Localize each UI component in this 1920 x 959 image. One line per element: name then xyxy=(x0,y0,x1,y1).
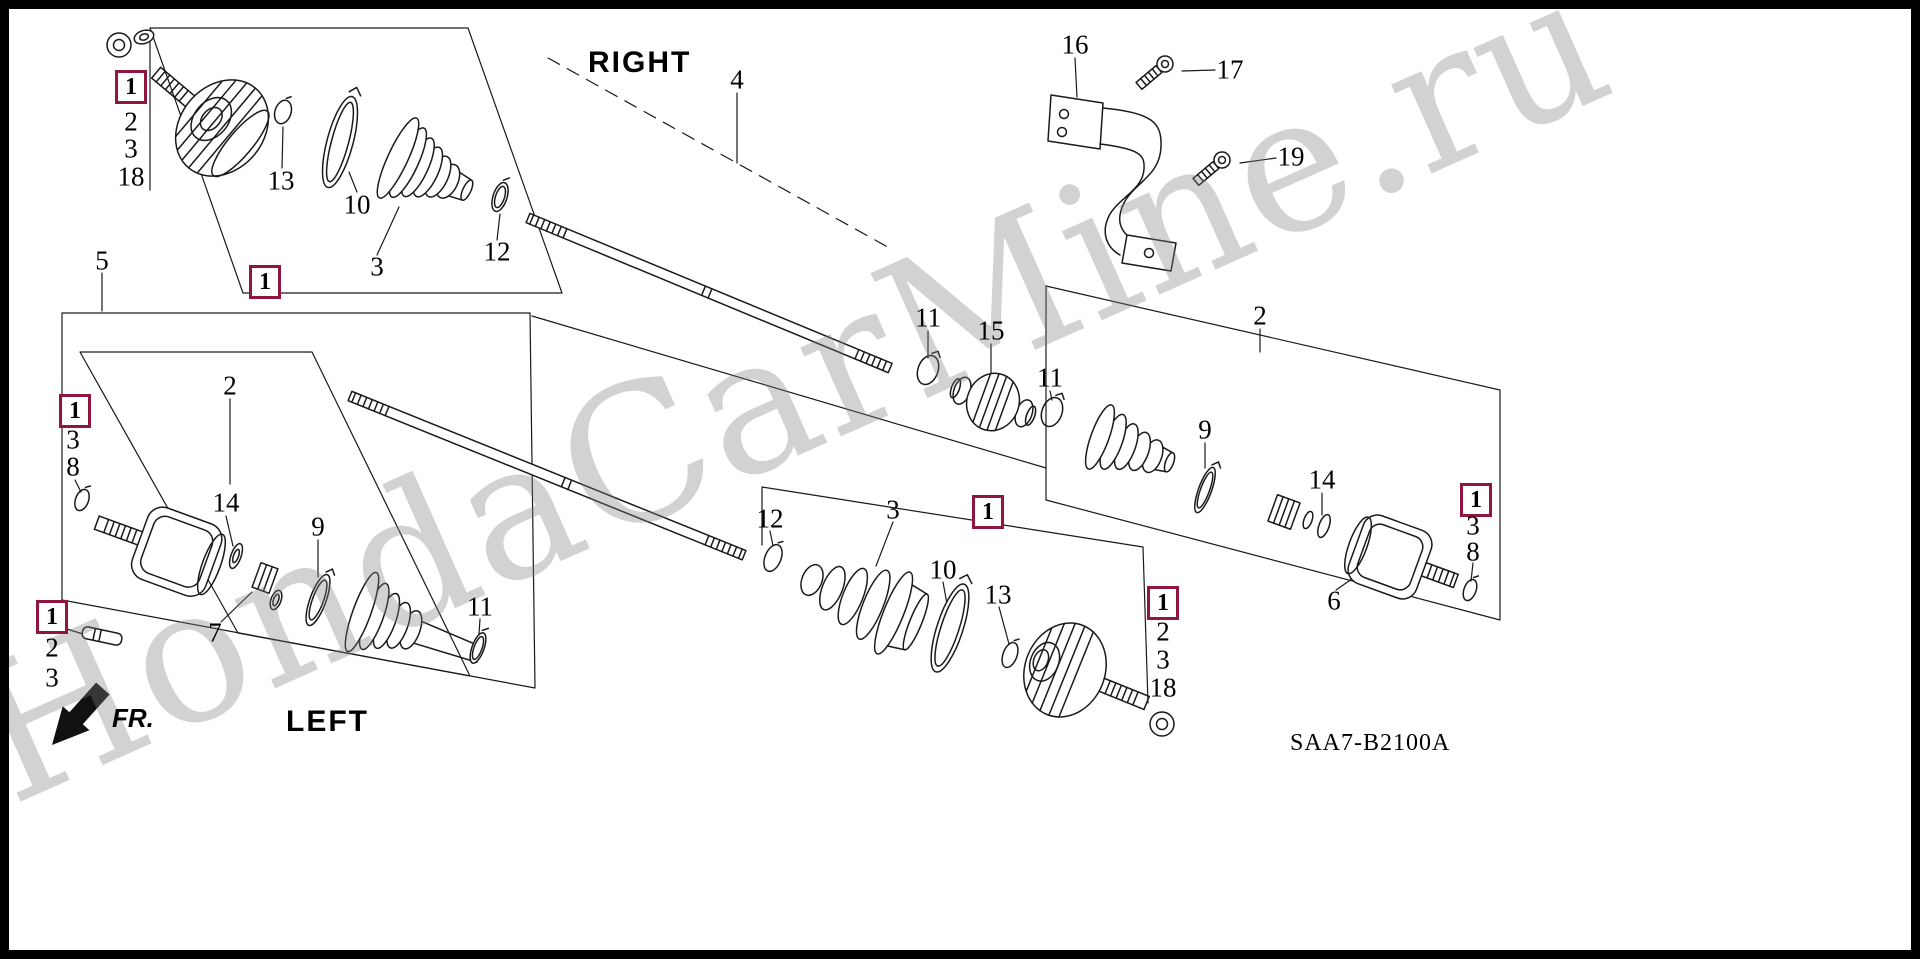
left-side-label: LEFT xyxy=(286,705,369,738)
part-callout-boxed: 1 xyxy=(115,70,147,104)
boot-band-9-left-drawing xyxy=(305,568,336,627)
part-callout: 2 xyxy=(223,370,237,401)
part-callout-boxed: 1 xyxy=(972,495,1004,529)
circlip-8-right-drawing xyxy=(1462,575,1480,602)
set-ring-13-bottom-drawing xyxy=(1001,638,1020,669)
damper-bracket-drawing xyxy=(1047,94,1177,272)
part-callout: 2 xyxy=(124,106,138,137)
part-callout: 19 xyxy=(1277,141,1305,172)
part-callout: 6 xyxy=(1327,585,1341,616)
right-inboard-boot-drawing xyxy=(1084,404,1176,474)
part-callout: 12 xyxy=(756,503,784,534)
part-callout: 10 xyxy=(929,554,957,585)
diagram-part-code: SAA7-B2100A xyxy=(1290,730,1451,756)
dynamic-damper-drawing xyxy=(949,372,1037,432)
right-outboard-boot-drawing xyxy=(376,117,474,201)
part-callout-boxed: 1 xyxy=(1460,483,1492,517)
part-callout-boxed: 1 xyxy=(1147,586,1179,620)
part-callout: 3 xyxy=(1156,644,1170,675)
washer-14-left-drawing xyxy=(228,542,244,570)
part-callout: 3 xyxy=(66,424,80,455)
damper-clip-11b-drawing xyxy=(1040,392,1065,428)
part-callout: 18 xyxy=(1149,672,1177,703)
right-inner-joint-drawing xyxy=(1344,514,1459,600)
left-outboard-boot-drawing xyxy=(800,563,930,655)
bracket-bolt-19-drawing xyxy=(1192,151,1231,187)
part-callout: 3 xyxy=(1466,510,1480,541)
spindle-nut-drawing xyxy=(106,29,155,58)
part-callout: 10 xyxy=(343,189,371,220)
part-callout: 2 xyxy=(1253,300,1267,331)
pin-drawing xyxy=(81,626,123,646)
part-callout: 18 xyxy=(117,161,145,192)
part-callout-boxed: 1 xyxy=(249,265,281,299)
part-callout: 14 xyxy=(1308,464,1336,495)
part-callout: 3 xyxy=(370,251,384,282)
right-outer-joint-drawing xyxy=(150,66,270,178)
part-callout: 11 xyxy=(467,591,493,622)
part-callout: 2 xyxy=(1156,616,1170,647)
part-callout: 16 xyxy=(1061,29,1089,60)
part-callout: 8 xyxy=(66,451,80,482)
part-callout: 15 xyxy=(977,315,1005,346)
boot-band-10-bottom-drawing xyxy=(930,573,973,673)
left-inner-joint-drawing xyxy=(93,506,227,597)
bracket-bolt-17-drawing xyxy=(1135,55,1174,91)
boot-band-12-right-drawing xyxy=(491,177,511,213)
spindle-nut-bottom-drawing xyxy=(1149,711,1175,737)
part-callout: 14 xyxy=(212,487,240,518)
boot-band-9-right-drawing xyxy=(1194,461,1222,514)
part-callout: 12 xyxy=(483,236,511,267)
part-callout-boxed: 1 xyxy=(36,600,68,634)
part-callout: 4 xyxy=(730,64,744,95)
fr-arrow xyxy=(52,682,110,745)
assembly-frames xyxy=(61,27,1501,704)
part-callout: 9 xyxy=(311,511,325,542)
part-callout: 11 xyxy=(915,302,941,333)
part-callout: 8 xyxy=(1466,536,1480,567)
right-axle-shaft-drawing xyxy=(525,212,893,374)
boot-band-10-right-drawing xyxy=(321,86,362,189)
part-callout: 3 xyxy=(124,133,138,164)
part-callout: 5 xyxy=(95,245,109,276)
boot-band-11-left-drawing xyxy=(469,627,490,664)
fr-direction-label: FR. xyxy=(112,703,154,733)
set-ring-13-drawing xyxy=(273,96,293,125)
part-callout: 13 xyxy=(984,579,1012,610)
part-callout: 7 xyxy=(208,617,222,648)
part-callout: 2 xyxy=(45,632,59,663)
damper-clip-11a-drawing xyxy=(916,350,941,386)
part-callout: 3 xyxy=(886,494,900,525)
part-callout: 9 xyxy=(1198,414,1212,445)
circlip-8-left-drawing xyxy=(74,485,92,512)
right-joint-small-parts-drawing xyxy=(1267,493,1331,539)
part-callout: 17 xyxy=(1216,54,1244,85)
part-callout: 13 xyxy=(267,165,295,196)
right-side-label: RIGHT xyxy=(588,46,692,79)
left-axle-shaft-drawing xyxy=(347,390,747,561)
left-inboard-boot-drawing xyxy=(344,571,483,664)
left-outer-joint-drawing xyxy=(1023,622,1150,718)
part-callout: 11 xyxy=(1037,362,1063,393)
set-ring-12-bottom-drawing xyxy=(763,540,784,573)
part-callout: 3 xyxy=(45,662,59,693)
ring-set-7-drawing xyxy=(251,561,283,611)
part-callout-boxed: 1 xyxy=(59,394,91,428)
